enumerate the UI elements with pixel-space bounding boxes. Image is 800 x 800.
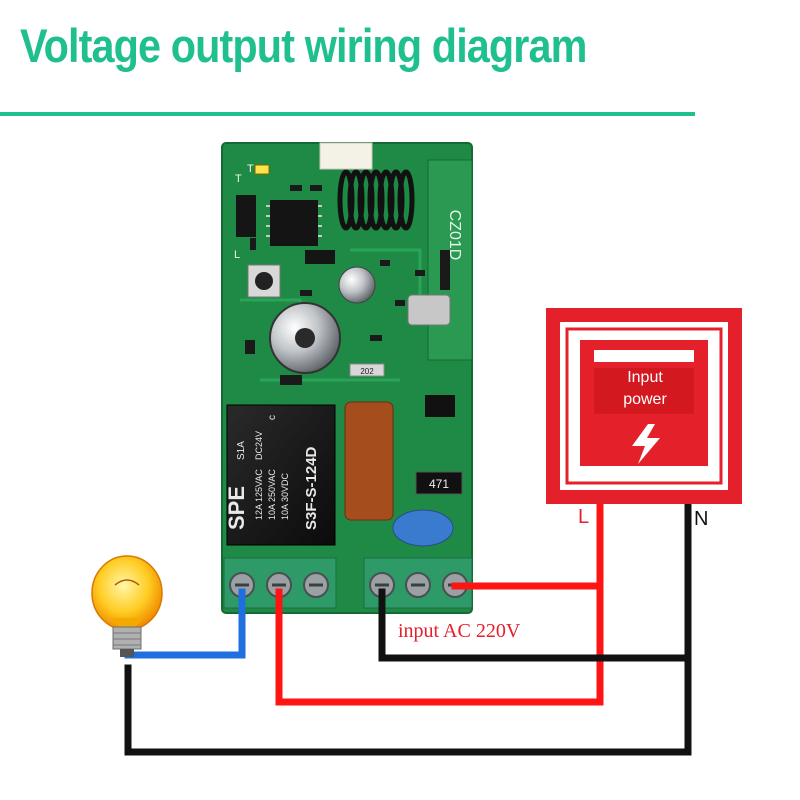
capacitor-top — [295, 328, 315, 348]
power-slot — [594, 350, 694, 362]
learn-button[interactable] — [247, 264, 281, 298]
relay — [226, 404, 336, 546]
film-capacitor — [344, 401, 394, 521]
wires — [124, 501, 692, 756]
y-capacitor — [392, 509, 454, 547]
page-title: Voltage output wiring diagram — [20, 19, 587, 72]
receiver-board: CZ01D 202 471 SPE S1A 12A 125VAC 10A 250… — [221, 142, 473, 614]
relay-brand: SPE — [224, 486, 249, 530]
small-capacitor — [338, 266, 376, 304]
title-underline — [0, 112, 695, 116]
input-ac-label: input AC 220V — [398, 620, 521, 642]
rf-chip — [440, 250, 450, 290]
power-label-line2: power — [623, 391, 667, 408]
load-wire — [124, 588, 246, 659]
pin-label-l: L — [234, 249, 240, 261]
crystal — [407, 294, 451, 326]
lightning-bolt-icon — [632, 424, 660, 464]
relay-coil: DC24V — [254, 431, 264, 460]
learn-button-cap — [255, 272, 273, 290]
relay-rating-2: 10A 250VAC — [267, 469, 277, 520]
smd-471-label: 471 — [429, 477, 449, 491]
power-label-line1: Input — [627, 369, 663, 386]
relay-type: S1A — [236, 441, 247, 460]
smd-components — [245, 185, 425, 385]
resistor-202-label: 202 — [360, 367, 374, 376]
ic-pins — [266, 205, 322, 237]
relay-model: S3F-S-124D — [303, 446, 320, 530]
white-connector — [319, 142, 373, 170]
transistor — [305, 250, 335, 264]
regulator — [425, 395, 455, 417]
pin-label-t1: T — [235, 173, 242, 185]
relay-markings: SPE S1A 12A 125VAC 10A 250VAC 10A 30VDC … — [224, 415, 320, 530]
terminal-n-label: N — [694, 508, 708, 530]
input-ac-label-part2: AC 220V — [443, 620, 521, 642]
pin-label-t2: T — [247, 163, 254, 175]
neutral-wire-load — [124, 501, 692, 756]
light-bulb-icon — [91, 555, 163, 657]
input-ac-label-part1: input — [398, 620, 440, 642]
terminal-l-label: L — [578, 506, 589, 528]
antenna-coil — [337, 169, 415, 231]
rf-module-label: CZ01D — [446, 210, 463, 261]
power-source: Input power L N — [546, 308, 742, 530]
relay-rating-3: 10A 30VDC — [280, 472, 290, 520]
jumper-header — [236, 195, 256, 237]
relay-rating-1: 12A 125VAC — [254, 469, 264, 520]
ic-chip — [270, 200, 318, 246]
resistor-202 — [349, 363, 385, 377]
led-indicator — [254, 164, 270, 175]
neutral-wire-input — [378, 588, 692, 662]
relay-contact: c — [267, 415, 278, 420]
live-wire-relay — [275, 501, 604, 706]
smd-471 — [415, 471, 463, 495]
